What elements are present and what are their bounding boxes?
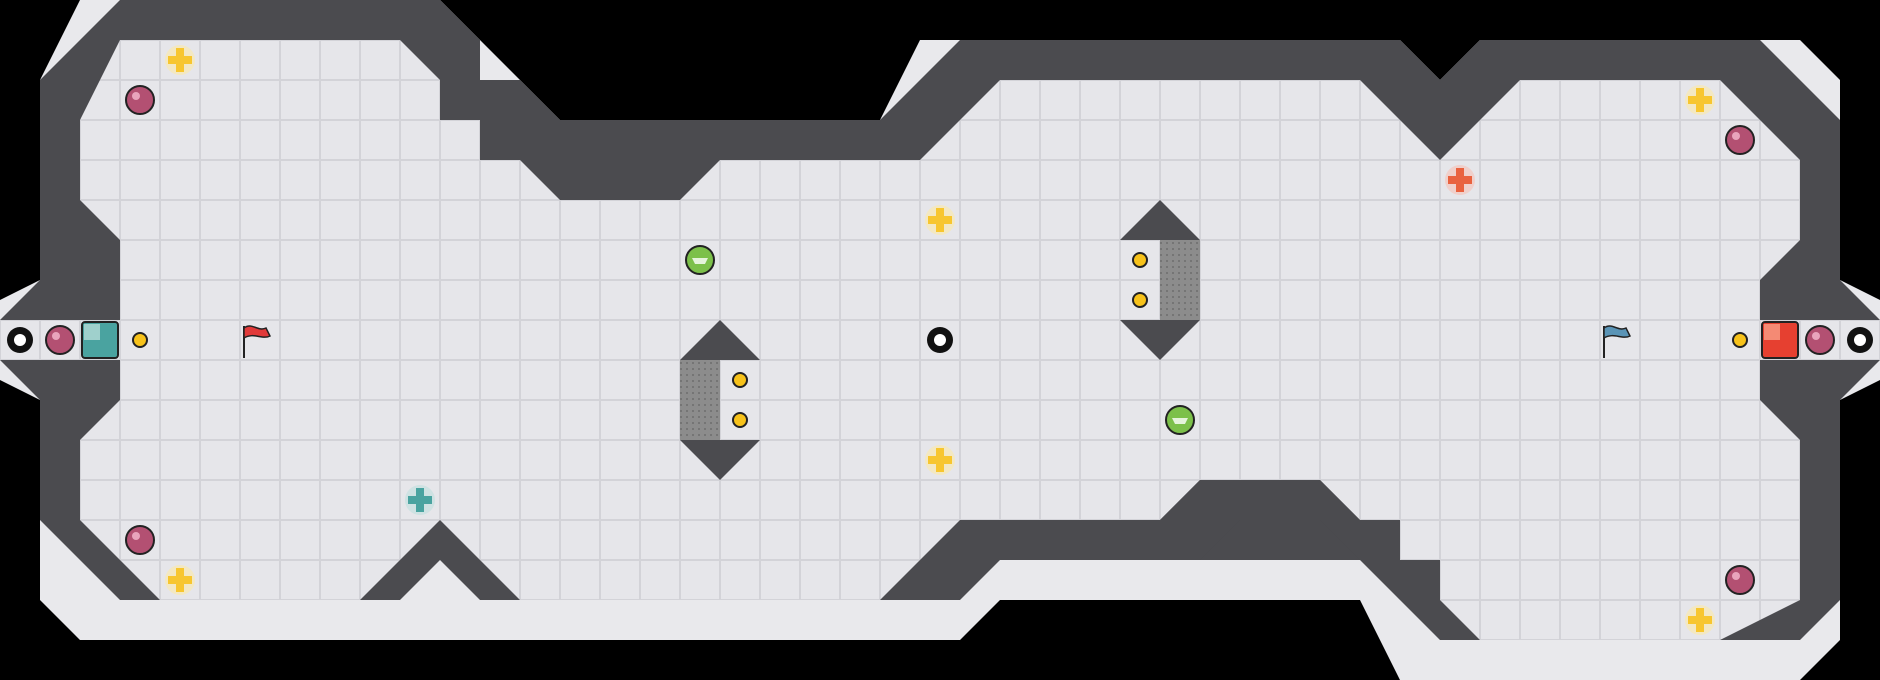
spike-icon xyxy=(1847,327,1873,353)
button-icon xyxy=(732,412,748,428)
button-icon xyxy=(1132,252,1148,268)
right-diamond-bottom xyxy=(1120,320,1200,360)
button-icon xyxy=(1132,292,1148,308)
powerup-icon xyxy=(685,245,715,275)
red-team-boost-icon xyxy=(1445,165,1475,195)
spike-icon xyxy=(927,327,953,353)
blue-team-boost-icon xyxy=(405,485,435,515)
blue-endzone-icon xyxy=(81,321,119,359)
boost-icon xyxy=(925,205,955,235)
boost-icon xyxy=(165,565,195,595)
left-diamond-bottom xyxy=(680,440,760,480)
red-endzone-icon xyxy=(1761,321,1799,359)
right-diamond-top xyxy=(1120,200,1200,240)
bomb-icon xyxy=(45,325,75,355)
bomb-icon xyxy=(1725,125,1755,155)
blue-flag-icon xyxy=(1603,325,1632,358)
powerup-icon xyxy=(1165,405,1195,435)
gate xyxy=(680,400,720,440)
bomb-icon xyxy=(1725,565,1755,595)
gate xyxy=(1160,240,1200,280)
spike-icon xyxy=(7,327,33,353)
bomb-icon xyxy=(125,85,155,115)
bomb-icon xyxy=(1805,325,1835,355)
boost-icon xyxy=(1685,85,1715,115)
button-icon xyxy=(1732,332,1748,348)
left-diamond-top xyxy=(680,320,760,360)
boost-icon xyxy=(1685,605,1715,635)
red-flag-icon xyxy=(243,325,272,358)
boost-icon xyxy=(165,45,195,75)
bomb-icon xyxy=(125,525,155,555)
boost-icon xyxy=(925,445,955,475)
button-icon xyxy=(732,372,748,388)
gate xyxy=(1160,280,1200,320)
button-icon xyxy=(132,332,148,348)
gate xyxy=(680,360,720,400)
bottom-wall-bump xyxy=(1160,480,1400,560)
